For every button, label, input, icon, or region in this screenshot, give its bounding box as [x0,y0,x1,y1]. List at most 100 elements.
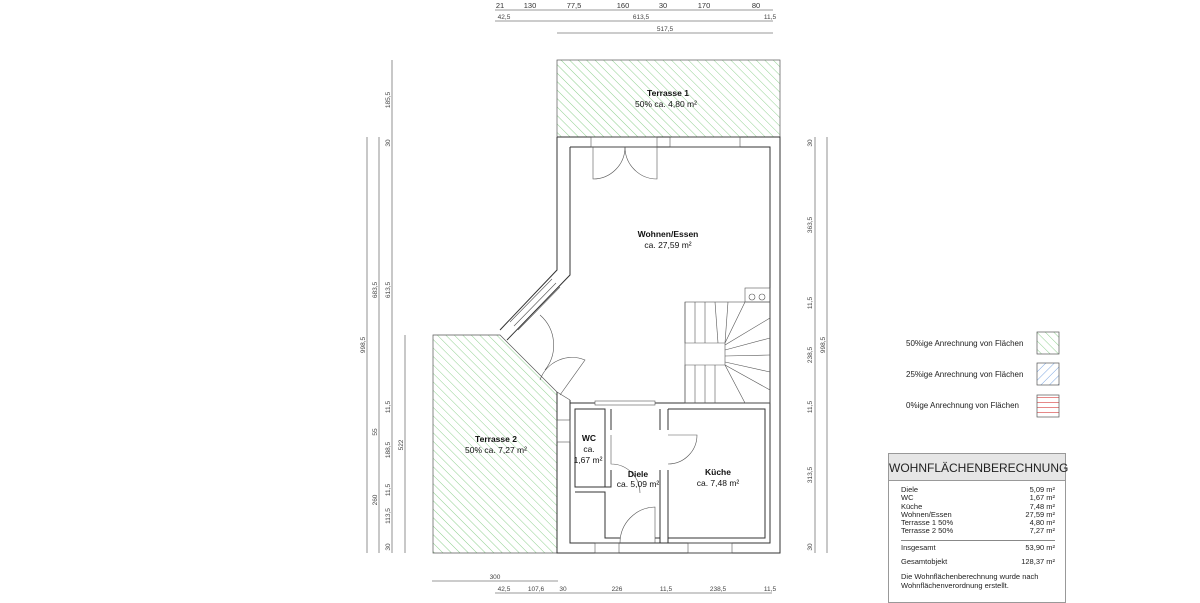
calc-row-label: Terrasse 2 50% [901,526,954,536]
calc-row-label: Wohnen/Essen [901,509,952,519]
room-name-diele: Diele [628,469,649,479]
legend-swatch-0 [1036,394,1060,418]
room-name-kueche: Küche [705,467,731,477]
terrace-2-door [539,314,586,396]
dimensions-left: 998,5 683,5 55 260 185,5 30 613,5 11,5 1… [360,60,406,553]
calc-total-label: Insgesamt [901,542,936,552]
room-name-terrasse-2: Terrasse 2 [475,434,517,444]
room-area-diele: ca. 5,09 m² [617,479,660,489]
dim-label: 42,5 [498,14,511,21]
room-area-terrasse-1: 50% ca. 4,80 m² [635,99,697,109]
dim-label: 107,6 [528,586,545,593]
calc-row-value: 4,80 m² [1029,518,1055,528]
dimensions-right: 30 363,5 11,5 238,5 11,5 313,5 30 998,5 [807,137,828,553]
dim-label: 30 [559,586,567,593]
terrace-1-door-left [592,146,626,180]
dim-label: 238,5 [807,346,814,363]
wc-window [556,419,571,443]
dim-label: 42,5 [498,586,511,593]
staircase [684,287,771,404]
dim-label: 613,5 [385,281,392,298]
legend-label-50: 50%ige Anrechnung von Flächen [906,339,1023,348]
dim-label: 260 [372,494,379,505]
room-name-terrasse-1: Terrasse 1 [647,88,689,98]
dim-label: 30 [659,1,667,10]
calc-object-row: Gesamtobjekt 128,37 m² [901,557,1055,567]
room-area-wohnen: ca. 27,59 m² [644,240,691,250]
dim-label: 11,5 [807,401,814,414]
dim-label: 30 [385,139,392,147]
calc-row-value: 27,59 m² [1025,509,1055,519]
calc-row: Küche 7,48 m² [901,501,1055,511]
calc-row-value: 5,09 m² [1029,485,1055,494]
top-window [669,136,741,148]
calc-object-value: 128,37 m² [1021,557,1055,567]
dim-label: 11,5 [385,401,392,414]
calc-row: Terrasse 2 50%7,27 m² [901,526,1055,536]
room-name-wc: WC [582,433,596,443]
kueche-window [687,542,733,554]
dim-label: 21 [496,1,504,10]
dim-label: 185,5 [385,91,392,108]
dim-label: 313,5 [807,466,814,483]
calc-total-row: Insgesamt 53,90 m² [901,542,1055,552]
calc-row-label: Diele [901,485,919,494]
calc-row: Wohnen/Essen 27,59 m² [901,509,1055,519]
diele-window [594,542,620,554]
kueche-door [667,434,698,465]
dim-label: 77,5 [567,1,582,10]
terrasse-1-area [556,59,781,138]
calc-row: Diele 5,09 m² [901,485,1055,494]
dim-label: 11,5 [807,297,814,310]
dim-label: 683,5 [372,281,379,298]
top-door-frame [590,136,658,148]
calc-row-label: WC [901,493,914,503]
room-area-wc-2: 1,67 m² [574,455,603,465]
entrance-door [619,506,656,544]
dimensions-top: 21 130 77,5 160 30 170 80 42,5 613,5 11,… [495,1,777,34]
legend-swatch-50 [1036,331,1060,355]
dim-label: 998,5 [820,336,827,353]
divider [901,539,1055,541]
calc-row-label: Terrasse 1 50% [901,518,954,528]
dim-label: 113,5 [385,508,392,524]
legend: 50%ige Anrechnung von Flächen 25%ige Anr… [906,331,1060,418]
wc-door [610,435,641,494]
room-area-wc-1: ca. [583,444,594,454]
room-area-terrasse-2: 50% ca. 7,27 m² [465,445,527,455]
dim-label: 170 [698,1,711,10]
terrasse-2-area [432,334,558,554]
room-name-wohnen: Wohnen/Essen [638,229,699,239]
interior-walls [570,400,770,543]
terrace-1-door-right [624,146,658,180]
dim-label: 30 [385,543,392,551]
dim-label: 11,5 [764,14,777,21]
dim-label: 160 [617,1,630,10]
dim-label: 30 [807,139,814,147]
dim-label: 30 [807,543,814,551]
dim-label: 11,5 [660,586,673,593]
dim-label: 363,5 [807,216,814,233]
calc-title: WOHNFLÄCHENBERECHNUNG [889,454,1068,481]
dim-label: 188,5 [385,441,392,458]
room-area-kueche: ca. 7,48 m² [697,478,740,488]
dim-label: 11,5 [385,484,392,497]
dim-label: 998,5 [360,336,367,353]
calc-row: Terrasse 1 50% 4,80 m² [901,518,1055,528]
calc-total-value: 53,90 m² [1025,542,1055,552]
legend-label-25: 25%ige Anrechnung von Flächen [906,370,1023,379]
dim-label: 517,5 [657,26,674,33]
legend-swatch-25 [1036,362,1060,386]
calc-row-value: 7,48 m² [1029,501,1055,511]
dim-label: 300 [490,574,501,581]
calc-row-value: 1,67 m² [1029,493,1055,503]
dim-label: 238,5 [710,586,727,593]
dim-label: 130 [524,1,537,10]
dim-label: 11,5 [764,586,777,593]
dim-label: 80 [752,1,760,10]
calc-row-label: Küche [901,501,923,511]
area-calculation-table: WOHNFLÄCHENBERECHNUNG Diele 5,09 m² WC 1,6… [888,453,1068,603]
calc-object-label: Gesamtobjekt [901,557,948,567]
calc-note: Die Wohnflächenberechnung wurde nach Woh… [901,572,1039,591]
